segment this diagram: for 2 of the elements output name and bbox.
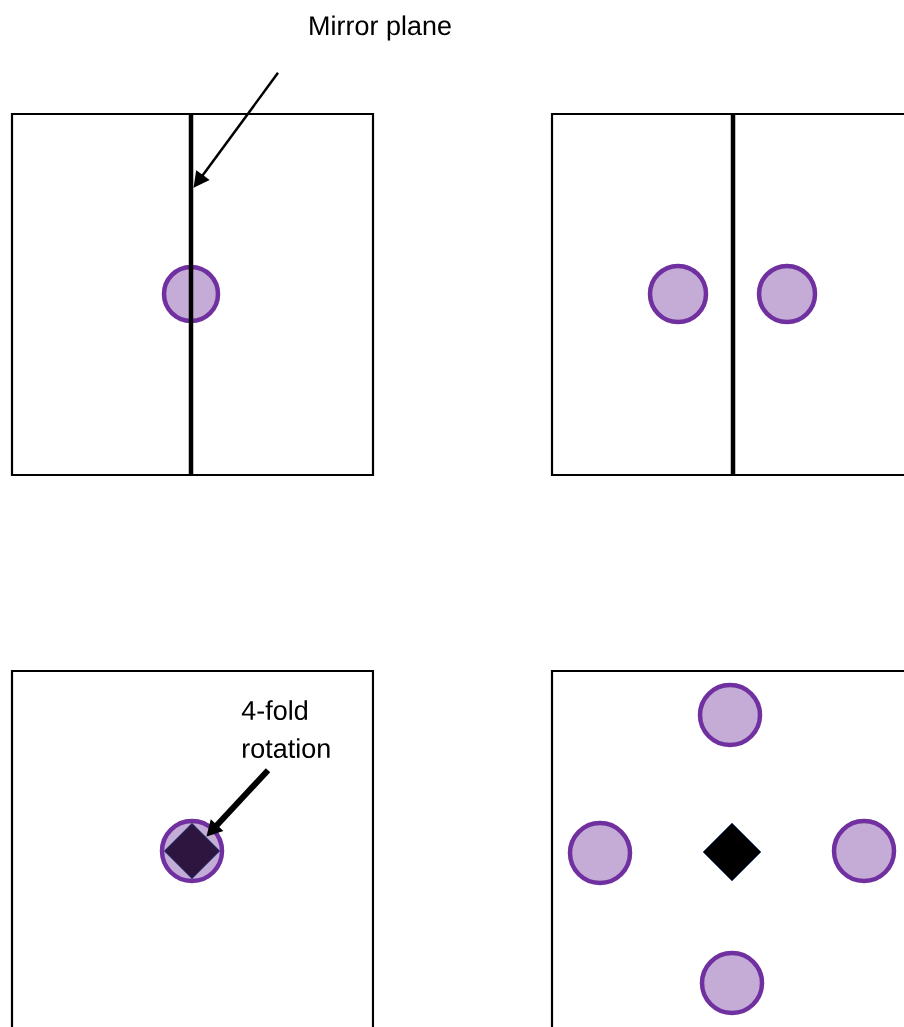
label-text: Mirror plane xyxy=(310,15,451,41)
label-text: 4-fold rotation xyxy=(241,700,330,759)
